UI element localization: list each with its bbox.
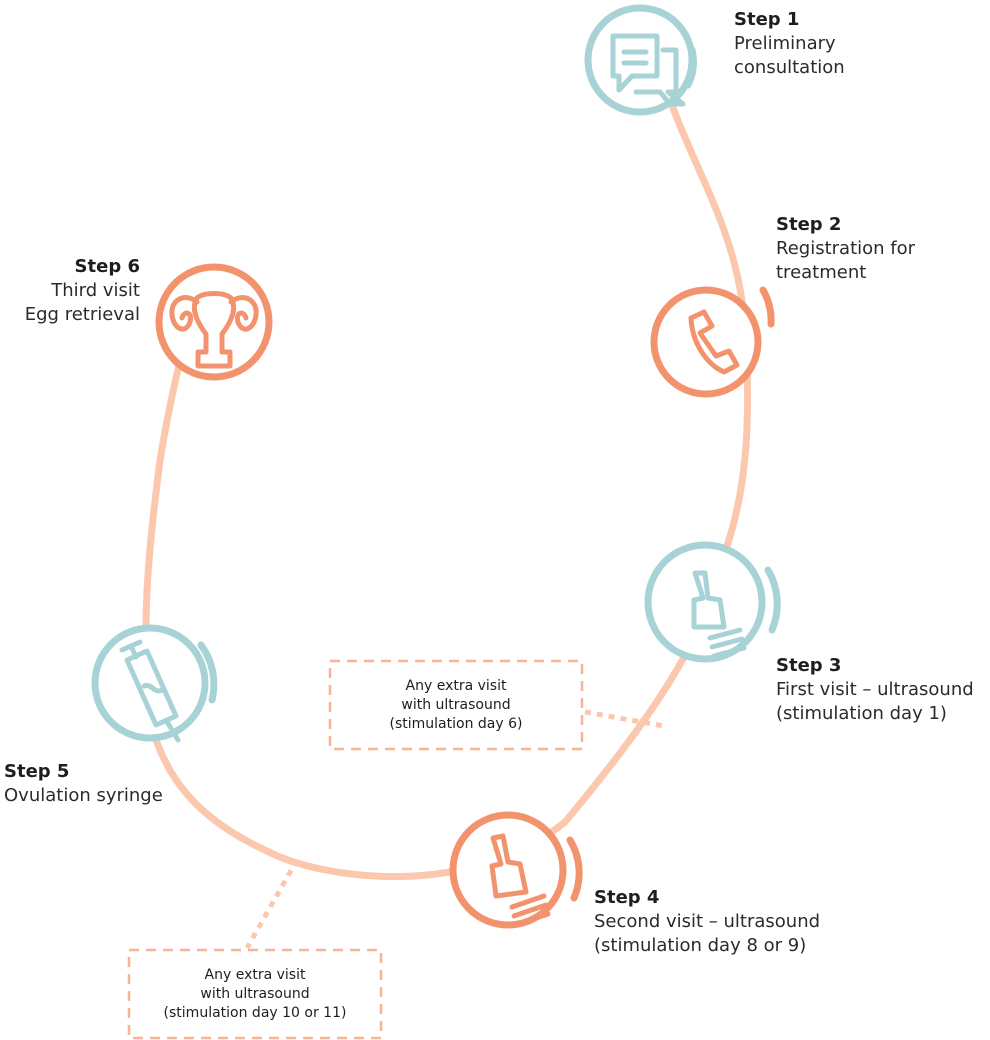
step-6-title: Step 6 <box>74 256 140 277</box>
step-3-title: Step 3 <box>776 655 842 676</box>
step-1-label: Step 1 Preliminary consultation <box>734 8 845 80</box>
phone-icon <box>688 309 740 375</box>
step-4-title: Step 4 <box>594 887 660 908</box>
uterus-icon <box>169 291 259 369</box>
step-5-desc-1: Ovulation syringe <box>4 785 163 806</box>
step-5-title: Step 5 <box>4 761 70 782</box>
note-2-line-3: (stimulation day 10 or 11) <box>163 1004 347 1021</box>
syringe-icon <box>119 639 181 743</box>
note-box-1 <box>328 659 584 751</box>
step-3-desc-2: (stimulation day 1) <box>776 703 947 724</box>
step-1-desc-2: consultation <box>734 57 845 78</box>
step-4-label: Step 4 Second visit – ultrasound (stimul… <box>594 886 820 958</box>
step-2-label: Step 2 Registration for treatment <box>776 213 915 285</box>
step-6-label: Step 6 Third visit Egg retrieval <box>0 255 140 327</box>
step-6-desc-2: Egg retrieval <box>24 304 140 325</box>
note-1-line-3: (stimulation day 6) <box>389 715 523 732</box>
ultrasound-probe-icon <box>489 833 551 928</box>
step-2-icon-circle <box>650 286 775 398</box>
note-box-2 <box>127 948 383 1040</box>
step-5-icon-circle <box>91 624 218 743</box>
chat-bubbles-icon <box>610 33 686 107</box>
extra-visit-note-2: Any extra visit with ultrasound (stimula… <box>129 950 381 1038</box>
step-4-desc-2: (stimulation day 8 or 9) <box>594 935 807 956</box>
step-3-desc-1: First visit – ultrasound <box>776 679 974 700</box>
note-1-line-1: Any extra visit <box>405 677 507 694</box>
process-path <box>142 104 752 881</box>
step-6-icon-circle <box>155 263 273 381</box>
step-2-desc-1: Registration for <box>776 238 916 259</box>
step-2-desc-2: treatment <box>776 262 867 283</box>
note-connector-1 <box>584 709 665 729</box>
step-1-desc-1: Preliminary <box>734 33 836 54</box>
step-6-desc-1: Third visit <box>51 280 140 301</box>
step-3-icon-circle <box>644 541 781 663</box>
note-connector-2 <box>244 858 300 950</box>
step-3-label: Step 3 First visit – ultrasound (stimula… <box>776 654 974 726</box>
ultrasound-probe-icon <box>691 570 747 659</box>
note-2-line-2: with ultrasound <box>200 985 310 1002</box>
note-1-line-2: with ultrasound <box>401 696 511 713</box>
note-2-line-1: Any extra visit <box>204 966 306 983</box>
step-5-label: Step 5 Ovulation syringe <box>4 760 163 808</box>
extra-visit-note-1: Any extra visit with ultrasound (stimula… <box>330 661 582 749</box>
step-1-title: Step 1 <box>734 9 800 30</box>
step-4-desc-1: Second visit – ultrasound <box>594 911 821 932</box>
step-4-icon-circle <box>449 811 583 929</box>
step-2-title: Step 2 <box>776 214 842 235</box>
step-1-icon-circle <box>584 4 697 116</box>
